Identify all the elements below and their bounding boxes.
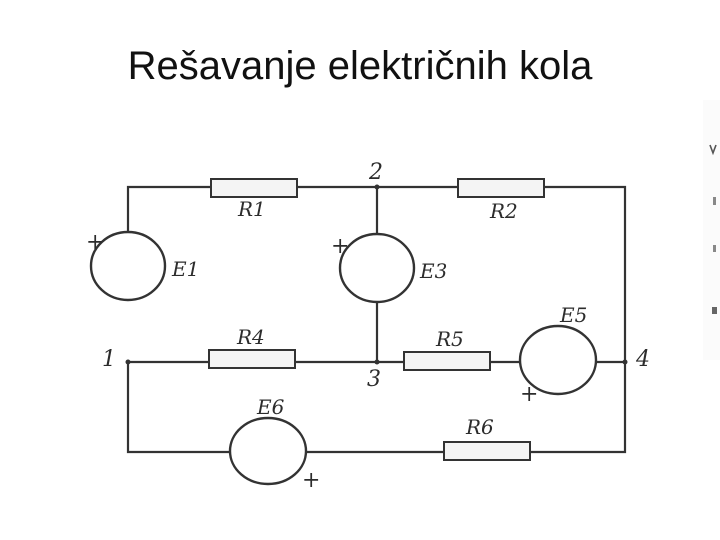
node-labels: 2 1 3 4 — [102, 160, 650, 392]
circuit-diagram: 2 1 3 4 R1 R2 R4 R5 R6 E1 E3 E5 E6 + + +… — [86, 160, 650, 493]
junction-dot-1 — [125, 359, 131, 365]
resistor-r4 — [208, 349, 296, 369]
resistor-r5 — [403, 351, 491, 371]
polarity-plus-e3: + — [331, 234, 349, 259]
voltage-sources — [89, 230, 598, 486]
node-label-4: 4 — [635, 347, 650, 372]
source-labels: E1 E3 E5 E6 — [171, 257, 587, 419]
source-e1-circle — [89, 230, 167, 302]
source-label-e5: E5 — [559, 303, 587, 327]
resistor-label-r2: R2 — [489, 199, 518, 223]
scan-edge-marks — [703, 100, 720, 360]
polarity-marks: + + + + — [86, 230, 538, 493]
resistor-label-r1: R1 — [237, 197, 266, 221]
junction-dot-3 — [374, 359, 380, 365]
wires — [126, 185, 627, 454]
junction-dot-4 — [622, 359, 628, 365]
source-e6-circle — [228, 416, 308, 486]
node-label-2: 2 — [368, 160, 383, 185]
slide-title: Rešavanje električnih kola — [127, 44, 593, 88]
node-label-1: 1 — [102, 347, 116, 372]
polarity-plus-e1: + — [86, 230, 104, 255]
source-label-e3: E3 — [419, 259, 447, 283]
resistor-r2 — [457, 178, 545, 198]
source-e5-circle — [518, 324, 598, 396]
junction-dot-2 — [374, 184, 380, 190]
resistor-labels: R1 R2 R4 R5 R6 — [236, 197, 518, 439]
resistor-label-r4: R4 — [236, 325, 265, 349]
resistor-r6 — [443, 441, 531, 461]
source-e3-circle — [338, 232, 416, 304]
source-label-e6: E6 — [256, 395, 285, 419]
junction-dots — [125, 184, 628, 365]
node-label-3: 3 — [367, 367, 381, 392]
polarity-plus-e5: + — [520, 382, 538, 407]
bottom-wire — [126, 360, 627, 454]
source-label-e1: E1 — [171, 257, 199, 281]
resistor-label-r5: R5 — [435, 327, 464, 351]
resistor-label-r6: R6 — [465, 415, 494, 439]
resistor-r1 — [210, 178, 298, 198]
resistors — [208, 178, 545, 461]
polarity-plus-e6: + — [302, 468, 320, 493]
